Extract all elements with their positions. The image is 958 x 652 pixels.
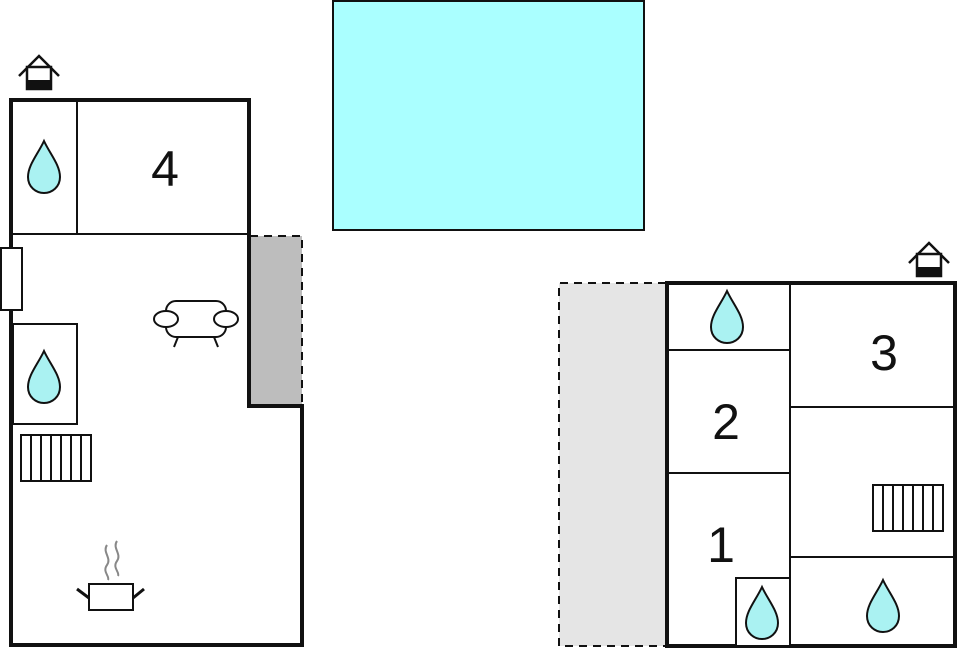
cooking-pot-icon (76, 540, 145, 611)
terrace-left-border (250, 235, 303, 406)
building-left (0, 98, 304, 647)
room-number-3: 3 (870, 325, 898, 381)
terrace-right (559, 283, 666, 646)
sofa-icon (153, 300, 239, 348)
radiator-icon (872, 484, 944, 532)
terrace-right-border (558, 282, 666, 647)
radiator-icon (20, 434, 92, 482)
room-number-1: 1 (707, 517, 735, 573)
entrance-icon (907, 241, 951, 278)
entrance-icon (17, 54, 61, 91)
terrace-left (250, 236, 302, 406)
building-right (665, 281, 957, 648)
pool (332, 0, 645, 231)
door (0, 247, 23, 311)
room-number-4: 4 (151, 141, 179, 197)
room-number-2: 2 (712, 394, 740, 450)
